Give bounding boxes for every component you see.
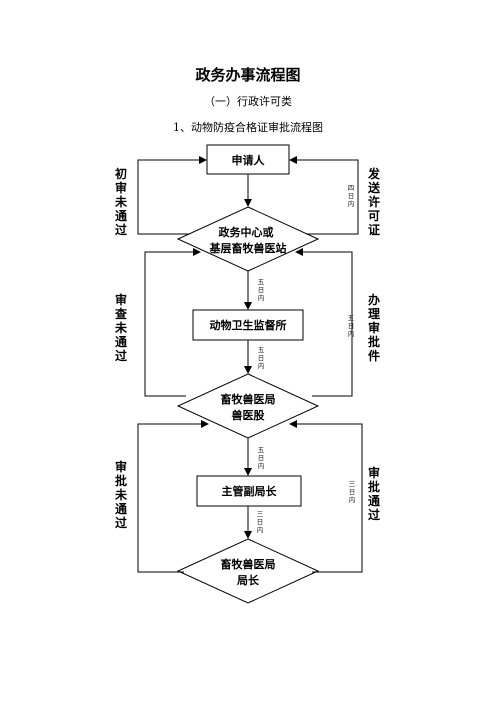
loop-process-approval <box>295 248 353 397</box>
loop-send-permit <box>289 156 359 235</box>
director-label-1: 畜牧兽医局 <box>221 557 276 571</box>
applicant-label: 申请人 <box>232 153 266 167</box>
duration-process-approval: 五日内 <box>348 314 355 338</box>
applicant-box <box>206 144 290 175</box>
supervision-label: 动物卫生监督所 <box>210 318 287 332</box>
director-diamond <box>176 538 320 604</box>
duration-approval-passed: 三日内 <box>349 480 356 504</box>
side-label-initial-rejected: 初审未通过 <box>114 166 127 237</box>
duration-applicant-center: 四日内 <box>348 184 355 208</box>
bureau-dept-label-2: 兽医股 <box>232 408 266 422</box>
service-center-label-1: 政务中心或 <box>219 225 274 239</box>
side-label-send-permit: 发送许可证 <box>367 166 381 237</box>
duration-supervision-bureau: 五日内 <box>258 346 265 370</box>
duration-center-supervision: 五日内 <box>258 278 265 302</box>
loop-initial-rejected <box>137 156 207 235</box>
side-label-approval-rejected: 审批未通过 <box>114 459 127 530</box>
duration-bureau-deputy: 五日内 <box>258 446 265 470</box>
loop-approval-rejected <box>137 420 209 573</box>
bureau-dept-label-1: 畜牧兽医局 <box>221 392 276 406</box>
diagram-heading: 1、动物防疫合格证审批流程图 <box>173 121 323 134</box>
page-title: 政务办事流程图 <box>195 66 301 84</box>
loop-review-rejected <box>144 248 201 397</box>
duration-deputy-director: 三日内 <box>257 510 264 534</box>
side-label-review-rejected: 审查未通过 <box>114 292 128 363</box>
deputy-director-box <box>196 475 302 507</box>
service-center-label-2: 基层畜牧兽医站 <box>209 241 287 255</box>
page-subtitle: （一）行政许可类 <box>204 95 292 108</box>
bureau-dept-diamond <box>176 373 320 439</box>
loop-approval-passed <box>289 420 363 573</box>
side-label-process-approval: 办理审批件 <box>368 292 380 363</box>
deputy-director-label: 主管副局长 <box>222 484 278 498</box>
service-center-diamond <box>176 206 320 272</box>
director-label-2: 局长 <box>236 573 260 587</box>
side-label-approval-passed: 审批通过 <box>368 465 380 522</box>
